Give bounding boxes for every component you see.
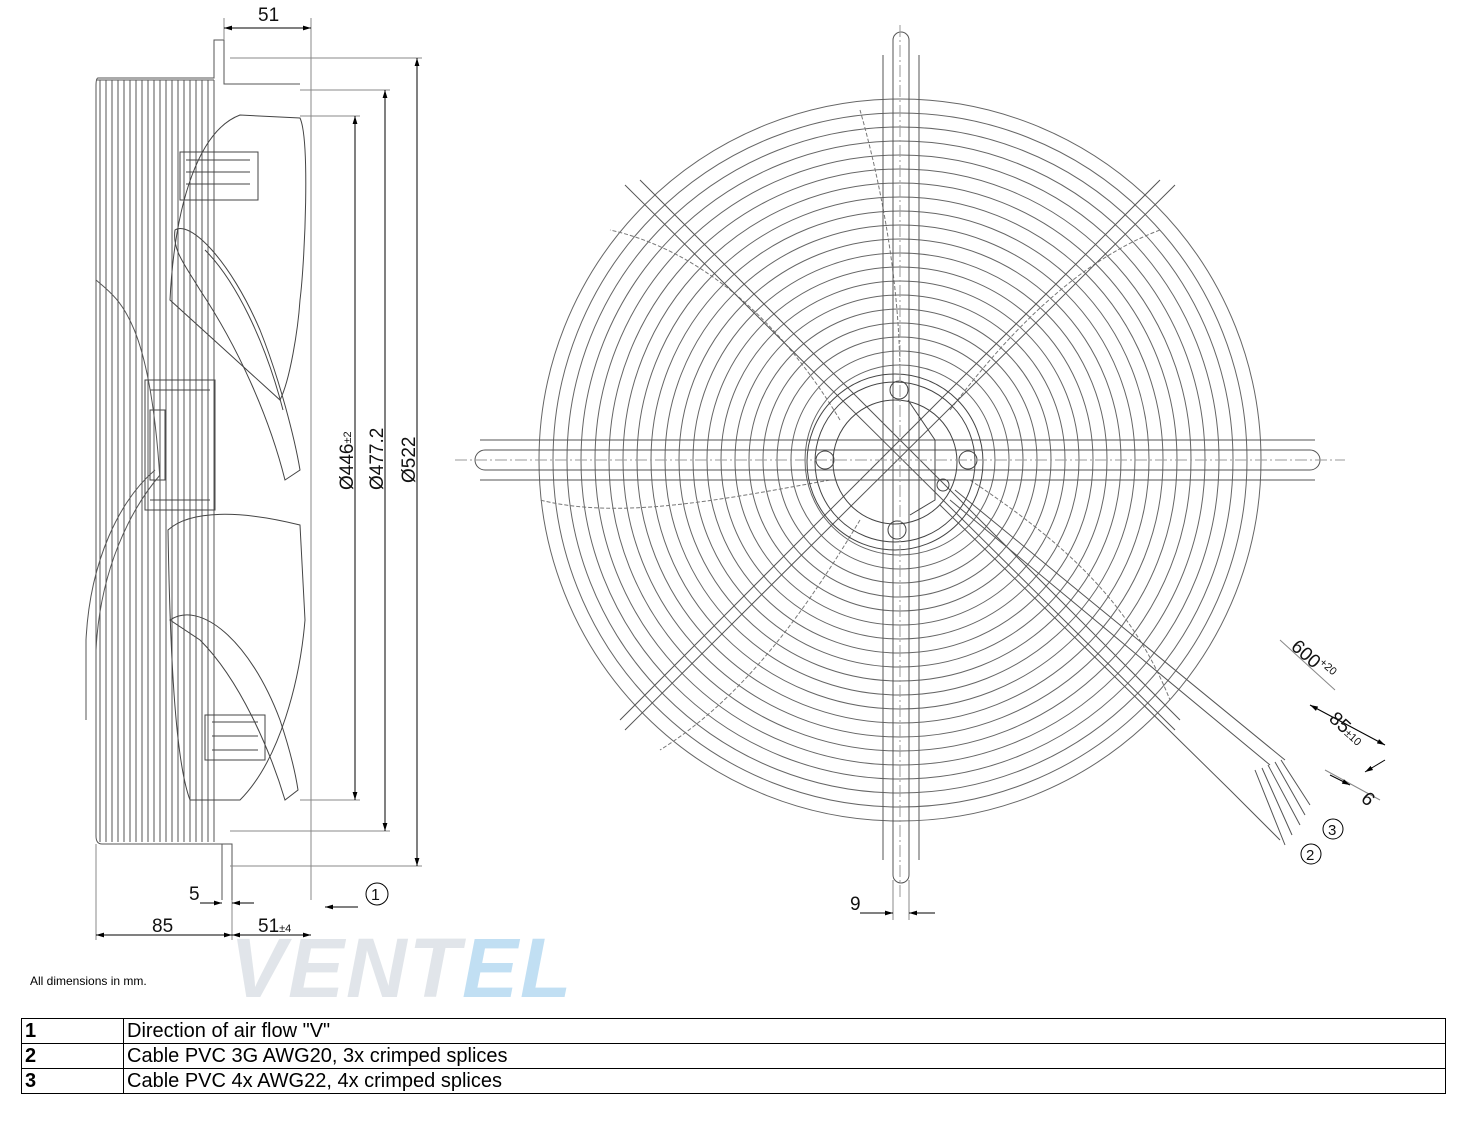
legend-table: 1 Direction of air flow "V" 2 Cable PVC … bbox=[21, 1018, 1446, 1094]
front-fan-blades bbox=[539, 109, 1171, 751]
svg-text:3: 3 bbox=[1328, 822, 1336, 839]
center-lines bbox=[455, 25, 1345, 900]
dim-bottom-51: 51±4 bbox=[258, 916, 291, 937]
front-dimensions bbox=[860, 639, 1386, 920]
front-cables bbox=[939, 489, 1311, 846]
table-row: 3 Cable PVC 4x AWG22, 4x crimped splices bbox=[21, 1068, 1446, 1094]
svg-text:2: 2 bbox=[1306, 847, 1314, 864]
dim-grid-9: 9 bbox=[850, 894, 861, 915]
dim-cable-85: 85±10 bbox=[1325, 708, 1368, 750]
dim-bottom-5: 5 bbox=[189, 884, 200, 905]
dimensions-note: All dimensions in mm. bbox=[30, 974, 147, 988]
callout-1: 1 bbox=[365, 882, 389, 906]
side-view bbox=[85, 39, 307, 900]
legend-num: 2 bbox=[21, 1043, 124, 1069]
dim-dia-522: Ø522 bbox=[399, 437, 420, 483]
callout-3: 3 bbox=[1322, 818, 1344, 840]
legend-num: 3 bbox=[21, 1068, 124, 1094]
dim-bottom-85: 85 bbox=[152, 916, 173, 937]
dim-dia-446: Ø446±2 bbox=[337, 431, 358, 490]
side-guard-wires bbox=[95, 39, 300, 900]
dim-cable-600: 600+20 bbox=[1287, 635, 1339, 685]
svg-text:1: 1 bbox=[371, 887, 380, 904]
legend-text: Cable PVC 3G AWG20, 3x crimped splices bbox=[123, 1043, 1446, 1069]
dim-dia-477: Ø477.2 bbox=[367, 428, 388, 490]
dim-top-51: 51 bbox=[258, 5, 279, 26]
table-row: 1 Direction of air flow "V" bbox=[21, 1018, 1446, 1044]
dim-cable-6: 6 bbox=[1357, 788, 1379, 811]
side-fan-blades bbox=[144, 114, 307, 801]
front-view bbox=[455, 25, 1345, 900]
legend-text: Cable PVC 4x AWG22, 4x crimped splices bbox=[123, 1068, 1446, 1094]
side-dimensions bbox=[95, 18, 422, 940]
table-row: 2 Cable PVC 3G AWG20, 3x crimped splices bbox=[21, 1043, 1446, 1069]
side-cables bbox=[85, 279, 161, 730]
guard-cross-bars bbox=[474, 31, 1321, 884]
watermark-accent: EL bbox=[462, 921, 574, 1015]
callout-2: 2 bbox=[1300, 843, 1322, 865]
watermark-logo: VENTEL bbox=[230, 920, 573, 1017]
legend-text: Direction of air flow "V" bbox=[123, 1018, 1446, 1044]
legend-num: 1 bbox=[21, 1018, 124, 1044]
